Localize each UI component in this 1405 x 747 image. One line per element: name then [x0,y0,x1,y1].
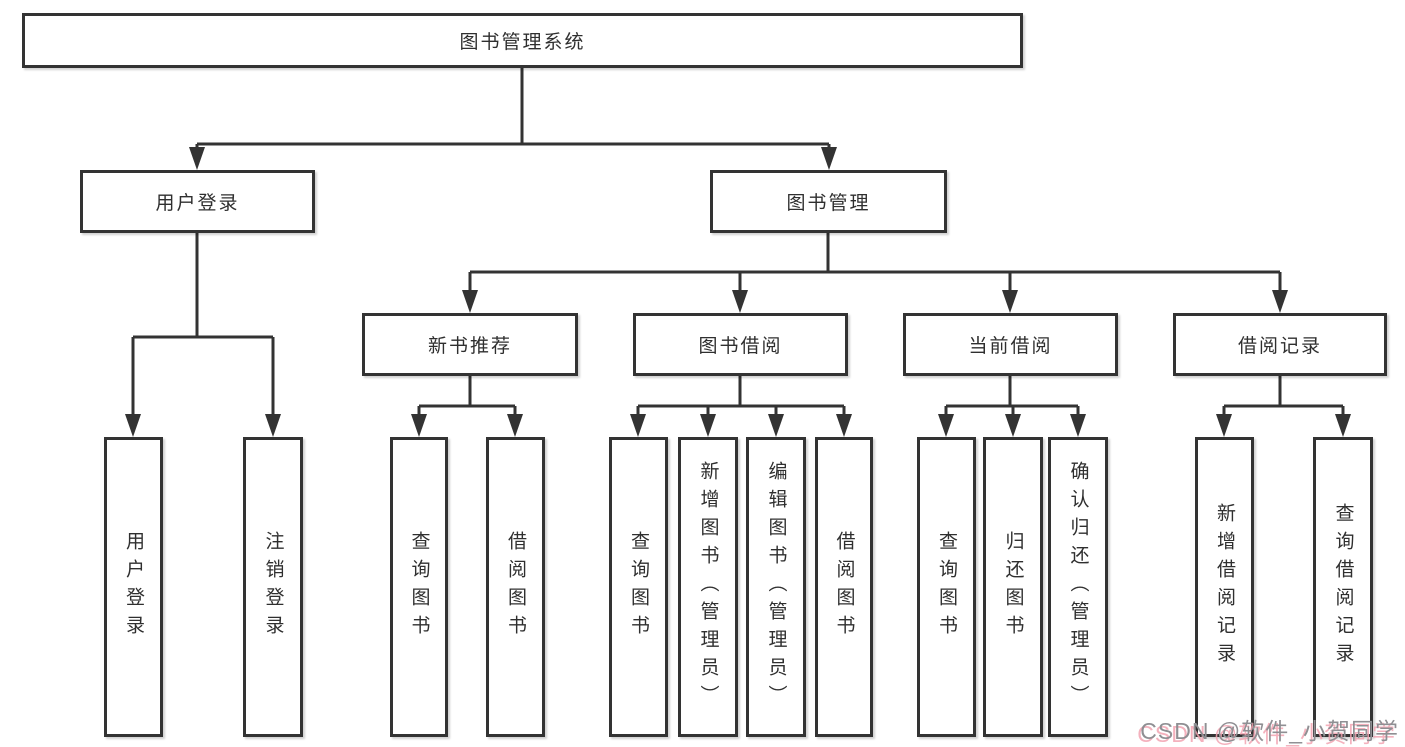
leaf-edit-books-admin: 编辑图书（管理员） [746,437,806,737]
leaf-add-books-admin: 新增图书（管理员） [678,437,738,737]
leaf-return-books: 归还图书 [983,437,1043,737]
node-book-management: 图书管理 [710,170,947,233]
node-label: 图书管理系统 [459,32,586,53]
node-label: 图书借阅 [698,336,783,357]
node-label: 借阅图书 [505,531,526,643]
node-new-book-recommend: 新书推荐 [362,313,578,376]
node-label: 借阅记录 [1237,336,1322,357]
node-label: 归还图书 [1002,531,1024,643]
leaf-logout: 注销登录 [243,437,303,737]
node-current-borrow: 当前借阅 [903,313,1118,376]
leaf-query-books-recommend: 查询图书 [390,437,448,737]
leaf-add-borrow-record: 新增借阅记录 [1195,437,1254,737]
node-label: 确认归还（管理员） [1067,461,1089,713]
node-label: 查询图书 [936,531,957,643]
node-label: 新增图书（管理员） [697,461,719,713]
node-label: 当前借阅 [968,336,1053,357]
node-library-system: 图书管理系统 [22,13,1023,68]
leaf-borrow-books-recommend: 借阅图书 [486,437,545,737]
leaf-confirm-return-admin: 确认归还（管理员） [1048,437,1108,737]
node-label: 借阅图书 [833,531,855,643]
node-label: 查询借阅记录 [1332,503,1354,671]
leaf-query-borrow-record: 查询借阅记录 [1313,437,1373,737]
leaf-borrow-books: 借阅图书 [815,437,873,737]
node-book-borrow: 图书借阅 [633,313,848,376]
node-borrow-records: 借阅记录 [1173,313,1387,376]
node-label: 查询图书 [408,531,430,643]
node-label: 编辑图书（管理员） [765,461,787,713]
node-label: 注销登录 [262,531,284,643]
node-label: 查询图书 [628,531,649,643]
node-label: 新书推荐 [427,336,512,357]
node-label: 用户登录 [123,531,144,643]
node-label: 用户登录 [155,193,240,214]
leaf-query-books-current: 查询图书 [917,437,976,737]
node-label: 新增借阅记录 [1214,503,1235,671]
node-label: 图书管理 [786,193,871,214]
arrowhead-icons [125,147,1351,437]
node-user-login: 用户登录 [80,170,315,233]
leaf-query-books-borrow: 查询图书 [609,437,668,737]
leaf-user-login: 用户登录 [104,437,163,737]
